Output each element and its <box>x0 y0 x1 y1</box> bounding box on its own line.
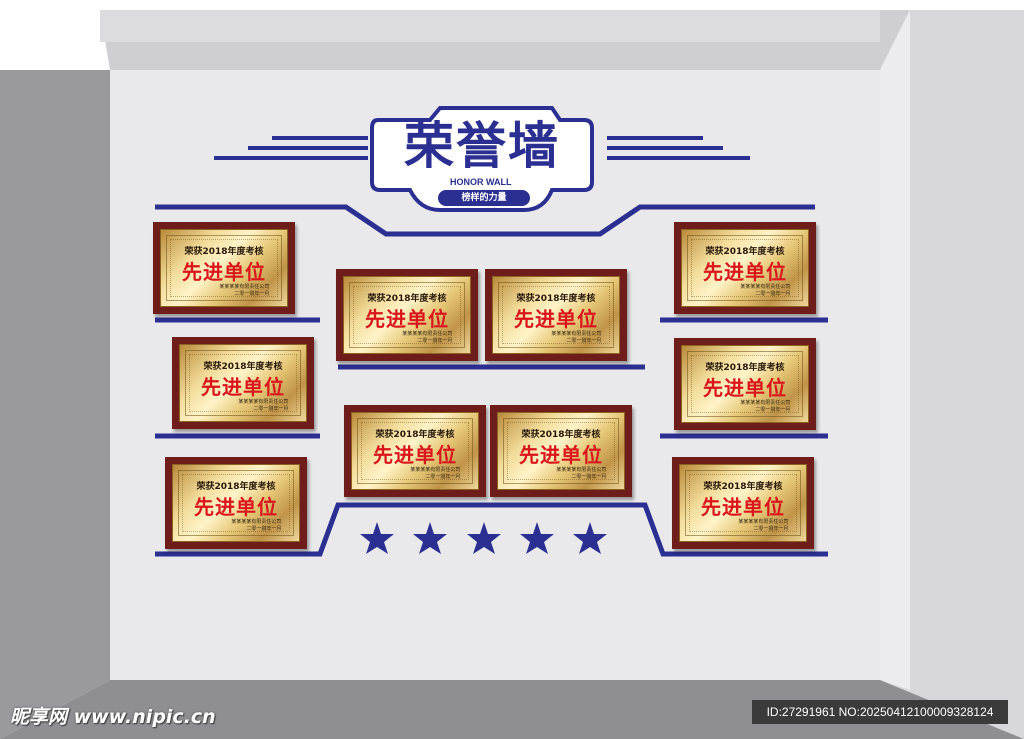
plaque-company: 某某某某有限责任公司 <box>551 331 602 338</box>
plaque-heading: 荣获2018年度考核 <box>516 293 596 304</box>
plaque-heading: 荣获2018年度考核 <box>705 246 785 257</box>
plaque-company: 某某某某有限责任公司 <box>410 467 461 474</box>
plaque-title: 先进单位 <box>194 494 278 519</box>
plaque-heading: 荣获2018年度考核 <box>203 361 283 372</box>
plaque-face: 荣获2018年度考核 先进单位 某某某某有限责任公司 二零一捌年一月 <box>351 412 479 490</box>
plaque-title: 先进单位 <box>373 442 457 467</box>
award-plaque: 荣获2018年度考核 先进单位 某某某某有限责任公司 二零一捌年一月 <box>674 222 816 314</box>
award-plaque: 荣获2018年度考核 先进单位 某某某某有限责任公司 二零一捌年一月 <box>674 338 816 430</box>
logo-tagline: 榜样的力量 <box>438 190 530 206</box>
plaque-date: 二零一捌年一月 <box>753 526 789 533</box>
plaque-title: 先进单位 <box>514 306 598 331</box>
plaque-title: 先进单位 <box>365 306 449 331</box>
right-column-face <box>880 10 910 690</box>
plaque-title: 先进单位 <box>703 259 787 284</box>
plaque-face: 荣获2018年度考核 先进单位 某某某某有限责任公司 二零一捌年一月 <box>172 464 300 542</box>
top-connector-line <box>155 204 815 237</box>
star-icon <box>573 522 607 554</box>
plaque-face: 荣获2018年度考核 先进单位 某某某某有限责任公司 二零一捌年一月 <box>179 344 307 422</box>
plaque-company: 某某某某有限责任公司 <box>231 519 282 526</box>
plaque-company: 某某某某有限责任公司 <box>738 519 789 526</box>
plaque-title: 先进单位 <box>701 494 785 519</box>
plaque-heading: 荣获2018年度考核 <box>705 362 785 373</box>
plaque-company: 某某某某有限责任公司 <box>238 399 289 406</box>
plaque-heading: 荣获2018年度考核 <box>375 429 455 440</box>
shelf-lines <box>155 317 828 557</box>
logo-badge-shape <box>370 106 594 212</box>
plaque-date: 二零一捌年一月 <box>425 474 461 481</box>
plaque-company: 某某某某有限责任公司 <box>740 284 791 291</box>
plaque-face: 荣获2018年度考核 先进单位 某某某某有限责任公司 二零一捌年一月 <box>492 276 620 354</box>
image-id-bar: ID:27291961 NO:20250412100009328124 <box>752 700 1008 724</box>
plaque-company: 某某某某有限责任公司 <box>740 400 791 407</box>
award-plaque: 荣获2018年度考核 先进单位 某某某某有限责任公司 二零一捌年一月 <box>172 337 314 429</box>
logo-title: 荣誉墙 <box>404 117 560 175</box>
plaque-company: 某某某某有限责任公司 <box>219 284 270 291</box>
site-watermark: 昵享网 www.nipic.cn <box>10 706 216 728</box>
star-icon <box>467 522 501 554</box>
award-plaque: 荣获2018年度考核 先进单位 某某某某有限责任公司 二零一捌年一月 <box>490 405 632 497</box>
plaque-heading: 荣获2018年度考核 <box>703 481 783 492</box>
plaque-date: 二零一捌年一月 <box>417 338 453 345</box>
plaque-face: 荣获2018年度考核 先进单位 某某某某有限责任公司 二零一捌年一月 <box>679 464 807 542</box>
logo-lines-right <box>607 136 750 160</box>
logo-subtitle: HONOR WALL <box>450 177 512 187</box>
plaque-date: 二零一捌年一月 <box>253 406 289 413</box>
logo-lines-left <box>214 136 368 160</box>
top-beam <box>100 10 880 42</box>
plaque-heading: 荣获2018年度考核 <box>367 293 447 304</box>
plaque-company: 某某某某有限责任公司 <box>556 467 607 474</box>
plaque-date: 二零一捌年一月 <box>234 291 270 298</box>
plaque-title: 先进单位 <box>182 259 266 284</box>
star-icon <box>413 522 447 554</box>
left-side-wall <box>0 70 110 739</box>
plaque-title: 先进单位 <box>519 442 603 467</box>
plaque-heading: 荣获2018年度考核 <box>521 429 601 440</box>
star-icon <box>360 522 394 554</box>
plaque-date: 二零一捌年一月 <box>571 474 607 481</box>
award-plaque: 荣获2018年度考核 先进单位 某某某某有限责任公司 二零一捌年一月 <box>485 269 627 361</box>
plaque-heading: 荣获2018年度考核 <box>184 246 264 257</box>
plaque-title: 先进单位 <box>201 374 285 399</box>
plaque-face: 荣获2018年度考核 先进单位 某某某某有限责任公司 二零一捌年一月 <box>681 345 809 423</box>
star-icon <box>520 522 554 554</box>
award-plaque: 荣获2018年度考核 先进单位 某某某某有限责任公司 二零一捌年一月 <box>672 457 814 549</box>
plaque-face: 荣获2018年度考核 先进单位 某某某某有限责任公司 二零一捌年一月 <box>160 229 288 307</box>
plaque-date: 二零一捌年一月 <box>755 291 791 298</box>
award-plaque: 荣获2018年度考核 先进单位 某某某某有限责任公司 二零一捌年一月 <box>153 222 295 314</box>
logo: 荣誉墙 HONOR WALL 榜样的力量 <box>372 112 592 210</box>
award-plaque: 荣获2018年度考核 先进单位 某某某某有限责任公司 二零一捌年一月 <box>336 269 478 361</box>
plaque-title: 先进单位 <box>703 375 787 400</box>
plaque-date: 二零一捌年一月 <box>566 338 602 345</box>
award-plaque: 荣获2018年度考核 先进单位 某某某某有限责任公司 二零一捌年一月 <box>165 457 307 549</box>
plaque-date: 二零一捌年一月 <box>755 407 791 414</box>
award-plaque: 荣获2018年度考核 先进单位 某某某某有限责任公司 二零一捌年一月 <box>344 405 486 497</box>
plaque-company: 某某某某有限责任公司 <box>402 331 453 338</box>
plaque-face: 荣获2018年度考核 先进单位 某某某某有限责任公司 二零一捌年一月 <box>343 276 471 354</box>
plaque-heading: 荣获2018年度考核 <box>196 481 276 492</box>
plaque-face: 荣获2018年度考核 先进单位 某某某某有限责任公司 二零一捌年一月 <box>497 412 625 490</box>
plaque-face: 荣获2018年度考核 先进单位 某某某某有限责任公司 二零一捌年一月 <box>681 229 809 307</box>
plaque-date: 二零一捌年一月 <box>246 526 282 533</box>
right-side-wall <box>880 10 1024 739</box>
stars-row <box>360 522 607 554</box>
floor <box>0 680 1024 739</box>
